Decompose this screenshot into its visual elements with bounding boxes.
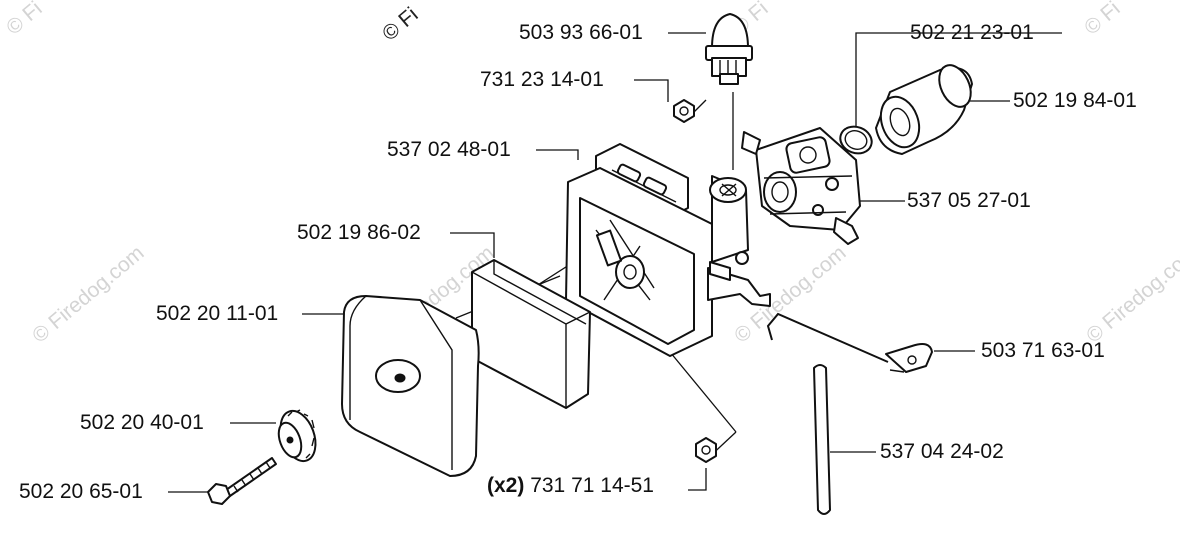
gasket-ring-part: [839, 125, 873, 155]
nut-top-part: [673, 99, 695, 123]
air-filter-housing-part: [565, 143, 771, 357]
part-label-filter-element: 502 19 86-02: [297, 221, 421, 244]
part-label-intake-elbow: 502 19 84-01: [1013, 89, 1137, 112]
part-label-nut-top: 731 23 14-01: [480, 68, 604, 91]
part-label-filter-cover: 502 20 11-01: [156, 302, 279, 325]
part-label-throttle-rod: 503 71 63-01: [981, 339, 1105, 362]
intake-elbow-part: [875, 64, 973, 155]
throttle-rod-part: [766, 312, 933, 373]
primer-bulb-part: [705, 13, 753, 85]
part-label-air-filter-housing: 537 02 48-01: [387, 138, 511, 161]
part-label-cover-bolt: 502 20 65-01: [19, 480, 143, 503]
part-label-nut-bottom: (x2) 731 71 14-51: [487, 474, 654, 498]
fuel-hose-part: [813, 364, 831, 515]
part-number: 731 71 14-51: [530, 474, 654, 497]
part-label-cover-knob: 502 20 40-01: [80, 411, 204, 434]
nut-bottom-part: [695, 437, 717, 463]
part-label-fuel-hose: 537 04 24-02: [880, 440, 1004, 463]
quantity-note: (x2): [487, 474, 525, 497]
cover-knob-part: [277, 409, 317, 463]
filter-cover-part: [341, 295, 480, 477]
cover-bolt-part: [207, 457, 277, 505]
part-label-carburetor: 537 05 27-01: [907, 189, 1031, 212]
part-label-gasket-ring: 502 21 23-01: [910, 21, 1034, 44]
part-label-primer-bulb: 503 93 66-01: [519, 21, 643, 44]
filter-element-part: [471, 259, 591, 409]
carburetor-part: [741, 127, 861, 245]
